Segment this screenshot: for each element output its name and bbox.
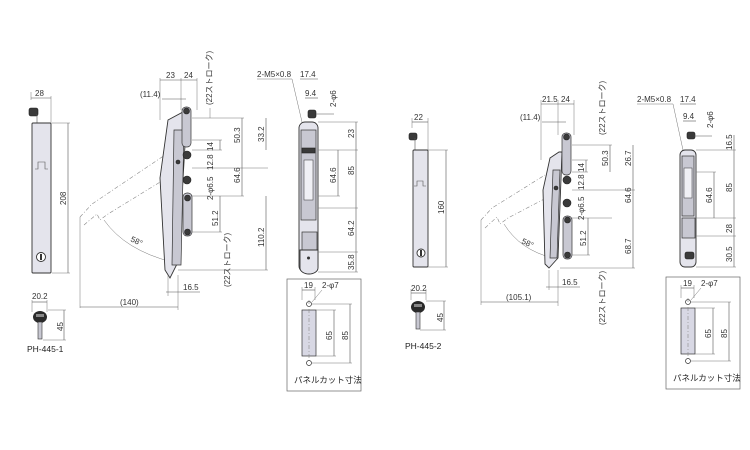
front-width-label-2: 22 [414,113,423,122]
dim-50-3: 50.3 [233,127,242,143]
rear-view-1: 2-M5×0.8 17.4 9.4 2-φ6 23 [257,70,358,275]
thread-label: 2-M5×0.8 [257,70,292,79]
front-view-2: 22 160 [408,113,448,268]
model-label-1: PH-445-1 [27,344,64,354]
rear-dim-35-8: 35.8 [347,254,356,270]
panel-width-label: 19 [304,281,313,290]
rear-view-2: 2-M5×0.8 17.4 9.4 2-φ6 16.5 64.6 [637,95,736,268]
rear-dim-23: 23 [347,129,356,138]
side-offset-label-2: (11.4) [520,113,541,122]
panel-inner-height: 65 [325,331,334,340]
dim-50-3-v2: 50.3 [601,150,610,166]
stroke-top-label: (22ストローク) [205,50,214,105]
dim-14: 14 [206,142,215,151]
side-top-width-2: 24 [184,71,193,80]
thread-label-2: 2-M5×0.8 [637,95,672,104]
rear-dim-85-v2: 85 [725,183,734,192]
panel-inner-height-2: 65 [704,329,713,338]
front-view-1: 28 208 [28,89,70,274]
model-label-2: PH-445-2 [405,341,442,351]
front-width-label: 28 [35,89,44,98]
dim-26-7-v2: 26.7 [624,150,633,166]
rear-hole-label-2: 2-φ6 [706,111,715,128]
panel-holes-label: 2-φ7 [322,281,339,290]
rear-knob [307,109,317,119]
key-1: 20.2 45 PH-445-1 [27,292,66,354]
angle-label-2: 58° [520,237,535,250]
panel-cut-frame-2 [665,276,741,390]
side-top-width-2-v2: 24 [561,95,570,104]
panel-outer-height-2: 85 [720,329,729,338]
front-height-label-2: 160 [437,200,446,214]
side-offset-label: (11.4) [140,90,161,99]
dim-12-8: 12.8 [206,154,215,170]
rear-hole-label: 2-φ6 [329,90,338,107]
panel-width-label-2: 19 [683,279,692,288]
handle-body [31,122,52,274]
side-top-width-1: 23 [166,71,175,80]
rear-dim-30-5-v2: 30.5 [725,246,734,262]
side-view-2: 58° 21.5 24 (11.4) (22ストローク) [480,80,635,325]
dim-51-2: 51.2 [211,210,220,226]
panel-holes-label-2: 2-φ7 [701,279,718,288]
angle-label: 58° [129,235,144,248]
stroke-bottom-label: (22ストローク) [223,232,232,287]
stroke-top-label-2: (22ストローク) [598,80,607,135]
rear-dim-16-5-v2: 16.5 [725,134,734,150]
front-height-label: 208 [59,191,68,205]
key-length-label-2: 45 [436,313,445,322]
rear-knob-2 [686,131,696,140]
rear-dim-28-v2: 28 [725,224,734,233]
dim-33-2: 33.2 [257,126,266,142]
panel-outer-height: 85 [341,331,350,340]
key-length-label: 45 [56,322,65,331]
panel-cut-frame [286,278,362,392]
side-top-width-1-v2: 21.5 [542,95,558,104]
rear-width-17-4-v2: 17.4 [680,95,696,104]
dim-64-6-v2: 64.6 [624,187,633,203]
variant-2: 22 160 20.2 45 PH-445-2 [405,80,741,390]
stroke-bottom-label-2: (22ストローク) [598,270,607,325]
side-view-1: 58° 23 24 (11.4) (22ストローク) [79,50,268,310]
bottom-offset-label-2: 16.5 [562,278,578,287]
dim-51-2-v2: 51.2 [579,230,588,246]
rear-dim-64-6: 64.6 [329,167,338,183]
latch-knob [28,107,39,117]
handle-body-2 [412,149,429,268]
variant-1: 28 208 20.2 45 PH-445-1 [27,50,362,392]
rear-width-9-4: 9.4 [305,89,317,98]
reach-label: (140) [120,298,139,307]
key-2: 20.2 45 PH-445-2 [405,284,446,351]
rear-width-9-4-v2: 9.4 [683,112,695,121]
dim-12-8-v2: 12.8 [577,174,586,190]
panel-cut-2: 19 2-φ7 65 85 パネルカット寸法 [665,276,741,390]
dim-64-6: 64.6 [233,167,242,183]
panel-cut-caption-2: パネルカット寸法 [673,373,741,383]
panel-cut-1: 19 2-φ7 65 85 パネルカット寸法 [286,278,362,392]
dim-14-v2: 14 [577,163,586,172]
dim-68-7-v2: 68.7 [624,238,633,254]
reach-label-2: (105.1) [506,293,532,302]
rear-dim-64-2: 64.2 [347,220,356,236]
rear-width-17-4: 17.4 [300,70,316,79]
key-width-label-2: 20.2 [411,284,427,293]
rear-dim-85: 85 [347,166,356,175]
panel-cut-caption: パネルカット寸法 [294,375,362,385]
bottom-offset-label: 16.5 [183,283,199,292]
key-width-label: 20.2 [32,292,48,301]
rear-dim-64-6-v2: 64.6 [705,187,714,203]
latch-knob-2 [408,132,418,141]
dim-110-2: 110.2 [257,227,266,247]
dim-hole-6-5: 2-φ6.5 [206,176,215,200]
dim-hole-6-5-v2: 2-φ6.5 [577,196,586,220]
